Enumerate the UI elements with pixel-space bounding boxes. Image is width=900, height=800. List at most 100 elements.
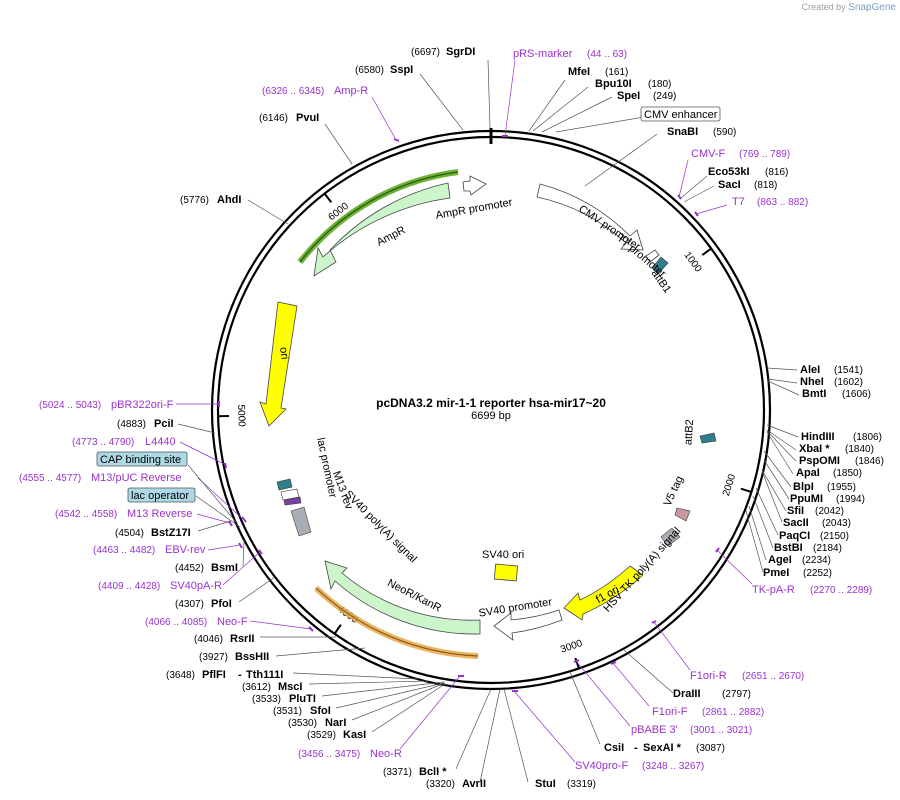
leader-apai [766, 431, 794, 475]
tick-mark [740, 487, 752, 493]
leader-cmvenh [555, 116, 645, 133]
primer-leader-lines [176, 59, 753, 763]
enzyme-pos-apai: (1850) [833, 468, 862, 479]
feature-label-hsvtk: HSV TK poly(A) signal [601, 525, 683, 614]
v5-tag-mark [674, 507, 691, 522]
primer-marks [218, 135, 720, 692]
enzyme-pos-rsrii: (4046) [194, 634, 223, 645]
primer-name-cmvf: CMV-F [691, 148, 726, 160]
leader-f1orir [653, 621, 691, 671]
sv40-promoter-arrow [493, 609, 563, 641]
enzyme-pos-sgrdi: (6697) [411, 47, 440, 58]
enzyme-pos-sexai: (3087) [696, 743, 725, 754]
leader-ahdi [247, 199, 289, 225]
primer-pos-l4440: (4773 .. 4790) [72, 437, 134, 448]
enzyme-pos-pcii: (4883) [117, 419, 146, 430]
leader-m13rev-primer [196, 513, 231, 524]
gray-feature-right [660, 527, 681, 547]
leader-l4440 [179, 441, 227, 466]
enzyme-pos-spei: (249) [653, 91, 676, 102]
primer-name-prs: pRS-marker [513, 48, 573, 60]
attb1-mark [651, 256, 669, 275]
primer-pos-t7: (863 .. 882) [757, 197, 808, 208]
leader-cmvf [678, 159, 689, 198]
enzyme-pos-stui: (3319) [567, 779, 596, 790]
leader-pvui [324, 123, 353, 165]
leader-pspomi [766, 430, 797, 462]
enzyme-name-paqci: PaqCI [779, 530, 810, 542]
enzyme-name-agei: AgeI [768, 554, 792, 566]
primer-name-m13puc: M13/pUC Reverse [91, 472, 181, 484]
box-cmv-enhancer [640, 106, 721, 122]
ampr-promoter-arrow [462, 175, 487, 196]
leader-blpi [763, 450, 792, 488]
enzyme-pos-ppumi: (1994) [836, 494, 865, 505]
leader-ampr-primer [371, 96, 397, 141]
enzyme-name-bstz17i: BstZ17I [151, 527, 191, 539]
primer-pos-neof: (4066 .. 4085) [145, 617, 207, 628]
enzyme-name-pspomi: PspOMI [799, 455, 840, 467]
enzyme-pos-pvui: (6146) [259, 113, 288, 124]
enzyme-pos-bstbi: (2184) [813, 543, 842, 554]
tick-label: 5000 [235, 404, 247, 427]
enzyme-pos-nhei: (1602) [834, 377, 863, 388]
tick-mark [333, 624, 342, 635]
feature-label-lacpromoter: lac promoter [314, 437, 339, 500]
enzyme-name-pfoi: PfoI [211, 598, 232, 610]
enzyme-pos-ahdi: (5776) [180, 195, 209, 206]
leader-neof [249, 620, 312, 630]
leader-stui [503, 688, 529, 783]
leader-alei [766, 367, 798, 371]
plasmid-title: pcDNA3.2 mir-1-1 reporter hsa-mir17~20 [376, 396, 606, 410]
primer-name-pbr322: pBR322ori-F [111, 399, 174, 411]
enzyme-pos-hindiii: (1806) [853, 432, 882, 443]
enzyme-name-pluti: PluTI [289, 693, 316, 705]
leader-bmti [767, 380, 800, 396]
enzyme-sep-csii: - [634, 742, 638, 754]
leader-sfoi [335, 682, 445, 709]
primer-pos-f1orif: (2861 .. 2882) [702, 707, 764, 718]
enzyme-name-sfii: SfiI [787, 505, 804, 517]
leader-agei [748, 505, 767, 561]
cmv-promoter-arrow [536, 183, 644, 251]
enzyme-name-pcii: PciI [154, 418, 174, 430]
primer-name-sv40pro: SV40pro-F [575, 760, 628, 772]
leader-mfei [528, 79, 566, 132]
enzyme-pos-sfoi: (3531) [273, 706, 302, 717]
enzyme-name-eco53ki: Eco53kI [708, 166, 750, 178]
primer-name-ebvrev: EBV-rev [165, 544, 206, 556]
primer-pos-prs: (44 .. 63) [587, 49, 627, 60]
leader-f1orif [612, 662, 650, 707]
primer-mark-cmvf [677, 194, 682, 200]
enzyme-name-alei: AleI [800, 364, 820, 376]
box-cap-site [96, 451, 188, 467]
enzyme-name-avrii: AvrII [462, 778, 486, 790]
leader-avrii [479, 688, 501, 783]
primer-mark-sv40par [258, 549, 263, 555]
primer-mark-ebvrev [238, 542, 243, 549]
snapgene-credit: Created by SnapGene [802, 2, 896, 13]
leader-xbai [766, 429, 797, 451]
primer-name-neor: Neo-R [370, 748, 402, 760]
primer-mark-m13puc [241, 516, 247, 523]
primer-pos-tkpar: (2270 .. 2289) [810, 585, 872, 596]
enzyme-name-snabi: SnaBI [667, 126, 698, 138]
leader-csii [569, 671, 601, 745]
leader-pmei [745, 510, 764, 573]
tick-mark [323, 192, 333, 203]
leader-nhei [767, 378, 798, 384]
tick-mark [701, 247, 712, 256]
enzyme-pos-alei: (1541) [834, 365, 863, 376]
enzyme-pos-sacii: (2043) [822, 518, 851, 529]
enzyme-pos-pflfi: (3648) [166, 670, 195, 681]
leader-pcii [177, 423, 216, 434]
enzyme-pos-draiii: (2797) [722, 689, 751, 700]
enzyme-name-nari: NarI [325, 717, 346, 729]
primer-pos-sv40pro: (3248 .. 3267) [642, 761, 704, 772]
enzyme-pos-saci: (818) [754, 180, 777, 191]
leader-sgrdi [487, 59, 491, 129]
enzyme-pos-snabi: (590) [713, 127, 736, 138]
enzyme-pos-xbai: (1840) [845, 444, 874, 455]
